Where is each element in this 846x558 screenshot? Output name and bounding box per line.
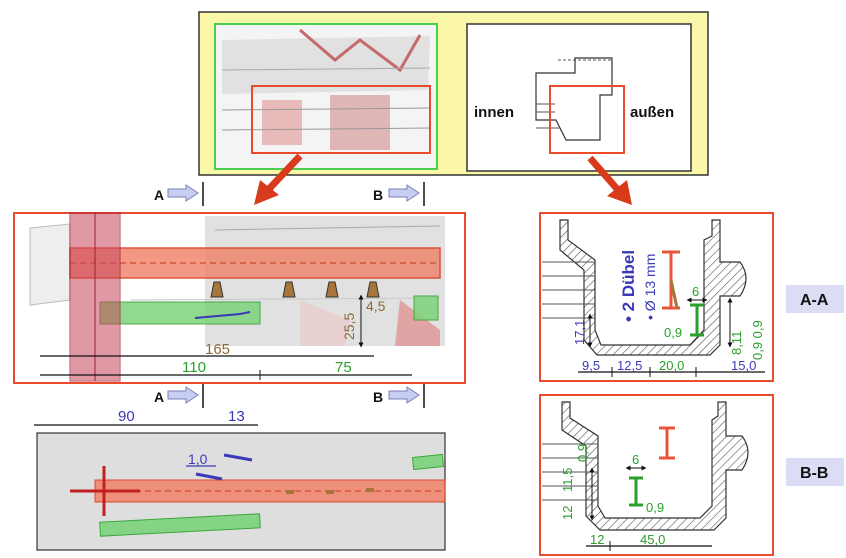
dim-0-9-bb-b: 0,9 [646,500,664,515]
inner-label: innen [474,104,514,121]
overview-detail-frame [251,85,431,154]
dim-15-0: 15,0 [731,358,756,373]
dim-12: 12 [590,532,604,547]
dim-8-11: 8,11 [729,331,744,355]
section-a-a: • 2 Dübel • Ø 13 mm 6 0,9 8,11 0,9 0,9 1… [539,212,774,382]
dowel-diameter: • Ø 13 mm [642,254,658,320]
svg-text:B-B: B-B [800,465,828,482]
dim-0-9-0-9: 0,9 0,9 [750,320,765,360]
dim-0-9-bb: 0,9 [575,444,590,462]
section-tag-b-b: B-B [786,458,844,486]
dim-45-0: 45,0 [640,532,665,547]
svg-text:A: A [154,187,164,203]
section-marker-a-bottom: A [154,384,204,408]
section-marker-b-bottom: B [373,384,425,408]
section-marker-b-top: B [373,182,425,206]
dowel-title: • 2 Dübel [619,250,638,322]
dim-9-5: 9,5 [582,358,600,373]
dim-6-aa: 6 [692,284,699,299]
dim-12-vertical: 12 [560,506,575,520]
dim-6-bb: 6 [632,452,639,467]
svg-text:B: B [373,389,383,405]
dim-90: 90 [118,408,135,425]
dim-0-9-aa: 0,9 [664,325,682,340]
section-b-b: 6 0,9 11,5 0,9 12 12 45,0 [539,394,774,556]
dim-12-5: 12,5 [617,358,642,373]
dim-75: 75 [335,359,352,376]
dim-25-5: 25,5 [341,313,357,340]
overview-photo [214,23,438,170]
overview-section-frame [549,85,625,154]
section-tag-a-a: A-A [786,285,844,313]
dim-165: 165 [205,341,230,358]
overview-panel: innen außen [198,11,709,176]
section-marker-a-top: A [154,182,204,206]
main-elevation-view: 25,5 4,5 165 110 75 [13,212,466,384]
overview-section-sketch: innen außen [466,23,692,172]
dim-1-0: 1,0 [188,451,208,467]
dim-110: 110 [182,359,206,376]
outer-label: außen [630,104,674,121]
dim-11-5: 11,5 [560,468,575,492]
dim-13: 13 [228,408,245,425]
pointer-arrow-right [587,155,632,205]
dim-17-1: 17,1 [572,320,587,345]
dim-20-0: 20,0 [659,358,684,373]
dim-4-5: 4,5 [366,298,386,314]
svg-text:B: B [373,187,383,203]
svg-text:A: A [154,389,164,405]
pointer-arrow-left [254,153,303,205]
plan-view: 90 13 1,0 [34,408,446,551]
svg-text:A-A: A-A [800,292,829,309]
